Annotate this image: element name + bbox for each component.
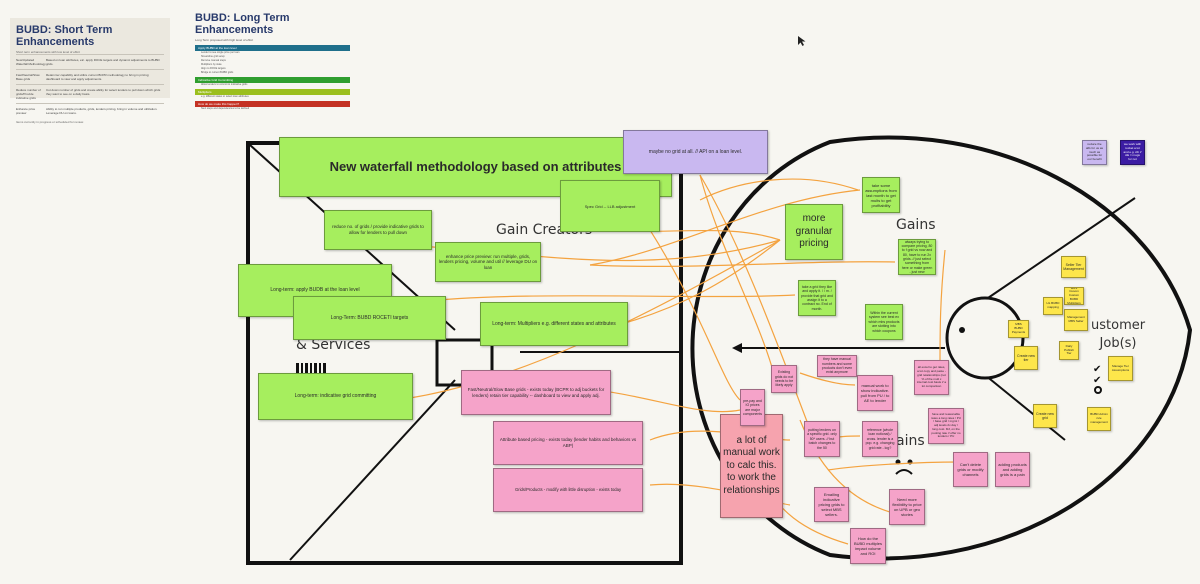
sticky-note-price-preview[interactable]: enhance price preview: run multiple, gri… [435, 242, 541, 282]
gains-label: Gains [896, 217, 936, 233]
sticky-note-create-new-tier[interactable]: Create new tier [1014, 346, 1038, 370]
sticky-note-manage-tier[interactable]: Manage Tier Assumptions [1108, 356, 1133, 381]
doc-section-header: Apply BUBD at the loan level [195, 45, 350, 51]
doc-row-key: Reduce number of grids/Provide indicativ… [16, 88, 41, 100]
sticky-note-bubd-rule[interactable]: BUBD Admin rule management [1087, 407, 1111, 431]
pains-label: ains [896, 433, 925, 449]
doc-row: Fast/Neutral/Slow Base grids Retain tier … [16, 69, 164, 84]
doc-row-value: Based on loan attributes, etc. apply ROC… [46, 58, 160, 66]
sticky-note-cant-delete[interactable]: Can't delete grids or modify channels [953, 452, 988, 487]
doc-bullet: Streamline grid setup [201, 55, 225, 58]
doc-subtitle: Short term enhancements with low level o… [16, 50, 80, 54]
circle-divider-lower [984, 374, 1066, 441]
doc-footnote: Items currently in progress or scheduled… [16, 120, 84, 124]
doc-section-header: Indicative Grid Committing [195, 77, 350, 83]
doc-row: Enhance price preview Ability to run mult… [16, 103, 164, 118]
mouse-cursor-icon [798, 36, 806, 46]
doc-bullet: Lender to see single price per loan [201, 51, 240, 54]
sticky-note-multiples[interactable]: How do the BUBD multiples impact volume … [850, 528, 886, 564]
sticky-note-attr-pricing[interactable]: Attribute based pricing - exists today (… [493, 421, 643, 465]
sticky-note-daily-publish[interactable]: Daily Publish Tier [1059, 341, 1079, 360]
doc-row-key: Enhance price preview [16, 107, 36, 115]
sticky-note-fast-neutral[interactable]: Fast/Neutral/Slow Base grids - exists to… [461, 370, 611, 415]
products-services-label: & Services [296, 337, 371, 353]
sticky-note-putting-lenders[interactable]: putting lenders on a specific grid. only… [804, 421, 840, 457]
sticky-note-flexibility[interactable]: Need more flexibility to price on UPB or… [889, 489, 925, 525]
sticky-note-manual-refs[interactable]: they have manual numbers and some produc… [817, 355, 857, 377]
doc-section-header: Multipliers [195, 89, 350, 95]
sticky-note-create-new-grid[interactable]: Create new grid [1033, 404, 1057, 428]
long-term-enhancements-doc: BUBD: Long Term Enhancements Long Term p… [195, 12, 350, 110]
sticky-note-manual-calc[interactable]: a lot of manual work to calc this. to wo… [720, 414, 783, 518]
doc-row: Reduce number of grids/Provide indicativ… [16, 84, 164, 103]
sticky-note-take-grid[interactable]: take a grid they like and apply it. / / … [798, 280, 836, 316]
doc-row-key: Fast/Neutral/Slow Base grids [16, 73, 40, 81]
doc-row-value: Ability to run multiple products, grids,… [46, 107, 158, 115]
sticky-note-existing-grids[interactable]: Existing grids do not needs to be likely… [771, 365, 797, 393]
short-term-enhancements-doc: BUBD: Short Term Enhancements Short term… [10, 18, 170, 124]
barcode-icon [296, 363, 326, 375]
circle-divider-upper [984, 197, 1136, 301]
sticky-note-custom-bubd[interactable]: MBS Cusom Custom BUBD Multipliers [1064, 287, 1084, 305]
sticky-note-spec-grid[interactable]: Spec Grid -- LLB adjustment [560, 180, 660, 232]
doc-title: BUBD: Long Term Enhancements [195, 12, 290, 36]
customer-profile-circle [690, 135, 1193, 561]
sticky-note-reference[interactable]: reference (whole loan notional) / cross.… [862, 421, 898, 457]
doc-row-value: Cut down number of grids and create abil… [46, 88, 161, 96]
sticky-note-assumptions[interactable]: take some assumptions from last month to… [862, 177, 900, 213]
sticky-note-grids-products[interactable]: Grids/Products - modify with little disr… [493, 468, 643, 512]
face-eye [959, 327, 965, 333]
doc-subtitle: Long Term proposed with high level of ef… [195, 38, 254, 42]
doc-row-value: Retain tier capability and utilize curre… [46, 73, 150, 81]
sticky-note-have-and[interactable]: have and reasonable rates a long rates /… [928, 408, 964, 444]
sad-face-icon [895, 469, 913, 475]
checklist-icon: ✔ [1093, 364, 1101, 375]
sticky-note-seller-tier[interactable]: Seller Tier Management [1061, 256, 1086, 278]
sticky-note-excel[interactable]: all excel to get rates, a lot copy and p… [914, 360, 949, 395]
sticky-note-indicative-commit[interactable]: Long-term: indicative grid committing [258, 373, 413, 420]
sticky-note-mbs-payments[interactable]: MBS BUBD Payments [1008, 320, 1029, 338]
sticky-note-waterfall[interactable]: New waterfall methodology based on attri… [279, 137, 672, 197]
sticky-note-pre-pay[interactable]: pre-pay and IO prices are major componen… [740, 389, 765, 426]
doc-title: BUBD: Short Term Enhancements [16, 24, 113, 48]
doc-row-key: New/Updated Waterfall Methodology [16, 58, 46, 66]
sticky-note-granular[interactable]: more granular pricing [785, 204, 843, 260]
face-icon [945, 296, 1025, 380]
svg-text:✔: ✔ [1093, 375, 1101, 386]
sticky-note-roce[interactable]: Long-Term: BUBD ROCETI targets [293, 296, 446, 340]
sticky-note-reduce-alfs[interactable]: reduce the alfs for us as much as possib… [1082, 140, 1107, 165]
arrow-head-icon [732, 343, 742, 353]
sticky-note-rocket[interactable]: we work with rocket a lot and e.g. cib /… [1120, 140, 1145, 165]
sticky-note-mgmt-sellers[interactable]: Management MBS Seller [1064, 309, 1088, 331]
doc-bullet: Allow lenders to commit to indicative gr… [201, 83, 248, 86]
doc-bullet: Next steps and dependencies to be define… [201, 107, 250, 110]
square-diagonal-bottom [289, 379, 456, 561]
customer-jobs-label: ustomer Job(s) [1091, 318, 1146, 351]
doc-bullet: Remove manual steps [201, 59, 226, 62]
doc-section-header: How do we make this happen? [195, 101, 350, 107]
sticky-note-within-system[interactable]: Within the current system see best ex wh… [865, 304, 903, 340]
sticky-note-emailing[interactable]: Emailing indicative pricing grids to sel… [814, 487, 849, 522]
sticky-note-always-trying[interactable]: always trying to compare pricing, 80 to … [898, 239, 936, 275]
sticky-note-adding-products[interactable]: adding products and adding grids is a pa… [995, 452, 1030, 487]
doc-bullet: e.g. different states or select loan att… [201, 95, 249, 98]
sticky-note-hl-bubd[interactable]: HL BUBD mapping [1043, 297, 1063, 315]
doc-bullet: Bridge to current BUBD grids [201, 71, 234, 74]
sticky-note-manual-show[interactable]: manual work to show indicative. pull fro… [857, 375, 893, 411]
doc-bullet: Multipliers by state [201, 63, 222, 66]
doc-bullet: Align to ROCE targets [201, 67, 226, 70]
sticky-note-reduce-grids[interactable]: reduce no. of grids / provide indicative… [324, 210, 432, 250]
sticky-note-no-grid[interactable]: maybe no grid at all. // API on a loan l… [623, 130, 768, 174]
sticky-note-multipliers[interactable]: Long-term: Multipliers e.g. different st… [480, 302, 628, 346]
